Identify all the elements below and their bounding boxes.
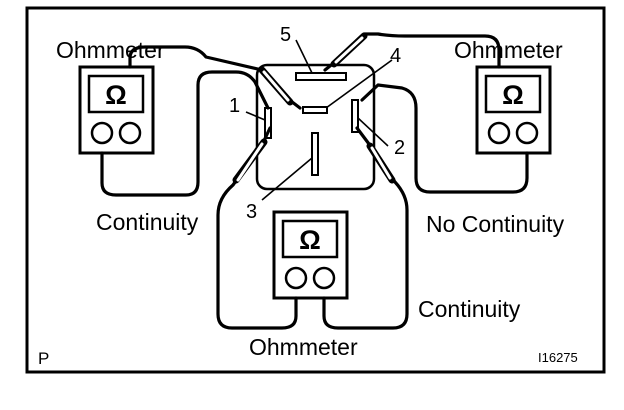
test-leads [100, 32, 529, 330]
ohm-icon: Ω [502, 80, 524, 110]
label-no-continuity-right: No Continuity [426, 211, 565, 237]
terminal-label-1: 1 [229, 95, 240, 117]
terminal-4-blade [302, 106, 328, 114]
ohmmeter-right: Ω [475, 65, 552, 155]
terminal-label-3: 3 [246, 201, 257, 223]
lead-bottom-right [322, 126, 409, 330]
figure-code: I16275 [538, 350, 578, 365]
ohmmeter-bottom-jack-1 [284, 266, 308, 290]
terminal-5-blade [295, 72, 347, 81]
ohmmeter-bottom-display [281, 219, 339, 259]
leader-3 [261, 157, 313, 201]
ohmmeter-right-jack-1 [487, 121, 511, 145]
leader-lines [245, 39, 393, 201]
terminal-3-blade [311, 132, 319, 176]
label-continuity-bottom: Continuity [418, 296, 521, 322]
ohm-icon: Ω [299, 225, 321, 255]
leader-2 [357, 117, 389, 147]
label-continuity-left: Continuity [96, 209, 199, 235]
ohmmeter-bottom: Ω [272, 210, 349, 300]
leader-1 [245, 111, 266, 121]
probe-tip-highlight [334, 36, 364, 64]
probe-tip-highlight [262, 70, 290, 102]
lead-right-bottom [360, 83, 529, 194]
terminal-label-5: 5 [280, 24, 291, 46]
figure-frame [25, 6, 606, 374]
lead-right-top [323, 32, 501, 72]
probe-tip-highlight [370, 146, 392, 180]
terminal-label-4: 4 [390, 45, 401, 67]
ohmmeter-right-display [484, 74, 542, 114]
terminal-2-blade [351, 99, 359, 133]
lead-bottom-left [216, 126, 298, 330]
ohmmeter-left-display [87, 74, 145, 114]
ohmmeter-bottom-jack-2 [312, 266, 336, 290]
terminal-label-2: 2 [394, 137, 405, 159]
ohmmeter-left-jack-1 [90, 121, 114, 145]
label-ohmmeter-bottom: Ohmmeter [249, 334, 358, 360]
lead-left-top [128, 45, 302, 110]
ohmmeter-left-jack-2 [118, 121, 142, 145]
corner-letter: P [38, 349, 49, 368]
leader-5 [295, 39, 313, 74]
ohmmeter-right-jack-2 [515, 121, 539, 145]
probe-tip-highlight [236, 142, 264, 182]
ohm-icon: Ω [105, 80, 127, 110]
ohmmeter-left: Ω [78, 65, 155, 155]
lead-left-bottom [100, 70, 270, 197]
label-ohmmeter-right: Ohmmeter [454, 37, 563, 63]
label-ohmmeter-left: Ohmmeter [56, 37, 165, 63]
leader-4 [325, 59, 393, 109]
probe-tips [232, 32, 396, 184]
